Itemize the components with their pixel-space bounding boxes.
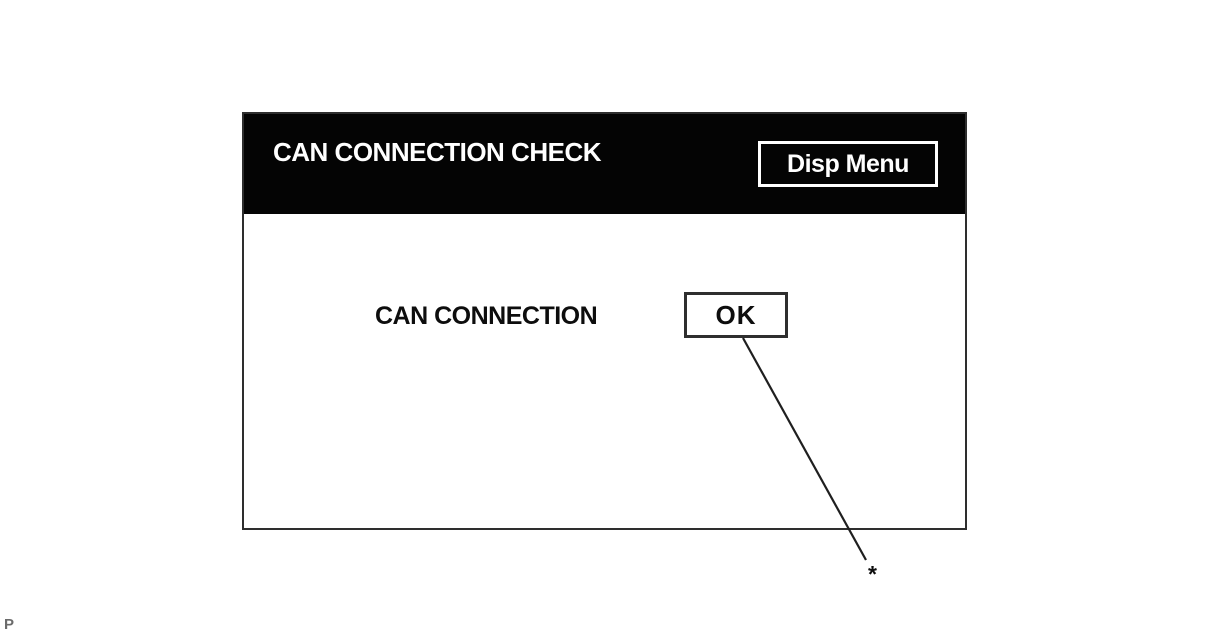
can-connection-label: CAN CONNECTION [375, 302, 598, 330]
can-connection-status-box: OK [684, 292, 788, 338]
disp-menu-button[interactable]: Disp Menu [758, 141, 938, 187]
page-marker-text: P [4, 616, 15, 633]
screen-header: CAN CONNECTION CHECK Disp Menu [244, 114, 965, 214]
footnote-asterisk-marker: * [868, 561, 877, 587]
screen-title: CAN CONNECTION CHECK [273, 137, 602, 167]
screen-body: CAN CONNECTION OK [244, 214, 965, 528]
diagnostic-screen-panel: CAN CONNECTION CHECK Disp Menu CAN CONNE… [242, 112, 967, 530]
